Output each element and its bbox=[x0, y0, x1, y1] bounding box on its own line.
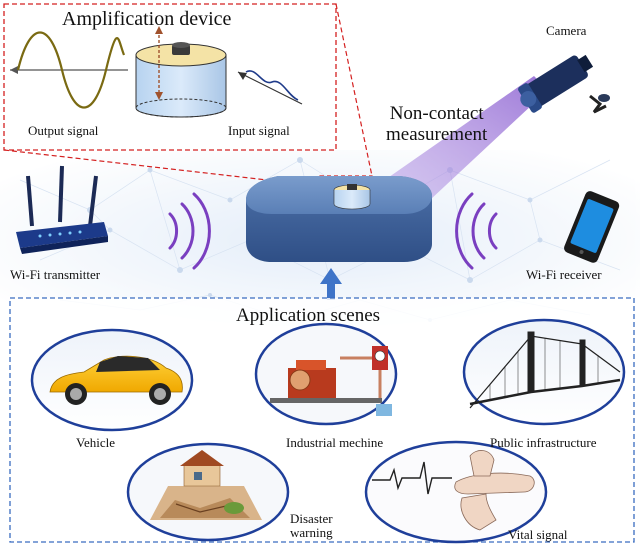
amplification-title: Amplification device bbox=[62, 8, 232, 30]
bridge-icon bbox=[469, 331, 621, 409]
wifi-transmitter-label: Wi-Fi transmitter bbox=[10, 267, 101, 282]
application-scenes-title: Application scenes bbox=[236, 305, 381, 326]
input-wave-icon bbox=[237, 70, 303, 105]
zoom-line-top bbox=[335, 3, 373, 177]
industrial-label: Industrial mechine bbox=[286, 435, 384, 450]
house-icon bbox=[150, 450, 262, 520]
output-wave-icon bbox=[10, 31, 128, 109]
disaster-label: Disaster warning bbox=[290, 511, 333, 541]
measurement-label: Non-contact measurement bbox=[386, 103, 488, 146]
industrial-scene bbox=[254, 322, 398, 426]
phone-icon bbox=[564, 191, 620, 263]
vital-label: Vital signal bbox=[508, 527, 568, 542]
machine-icon bbox=[270, 346, 392, 416]
up-arrow-icon bbox=[320, 268, 342, 300]
output-signal-label: Output signal bbox=[28, 123, 99, 138]
input-signal-label: Input signal bbox=[228, 123, 290, 138]
car-icon bbox=[49, 355, 183, 405]
vital-scene bbox=[364, 440, 548, 544]
vehicle-label: Vehicle bbox=[76, 435, 115, 450]
wifi-receiver-label: Wi-Fi receiver bbox=[526, 267, 602, 282]
infrastructure-label: Public infrastructure bbox=[490, 435, 597, 450]
measurement-line2: measurement bbox=[386, 123, 488, 145]
camera-label: Camera bbox=[546, 23, 587, 38]
wifi-router-icon bbox=[16, 165, 108, 254]
disaster-scene bbox=[126, 442, 290, 542]
amplifier-cylinder-icon bbox=[135, 26, 227, 118]
pulse-icon bbox=[372, 450, 535, 531]
disaster-label-line2: warning bbox=[290, 525, 333, 541]
wifi-waves-left-icon bbox=[168, 192, 211, 270]
vehicle-scene bbox=[30, 328, 194, 432]
infrastructure-scene bbox=[462, 318, 626, 426]
wifi-waves-right-icon bbox=[455, 192, 498, 270]
camera-icon bbox=[356, 54, 610, 200]
sensing-device-icon bbox=[246, 176, 432, 262]
disaster-label-line1: Disaster bbox=[290, 511, 333, 526]
measurement-line1: Non-contact bbox=[389, 103, 484, 124]
